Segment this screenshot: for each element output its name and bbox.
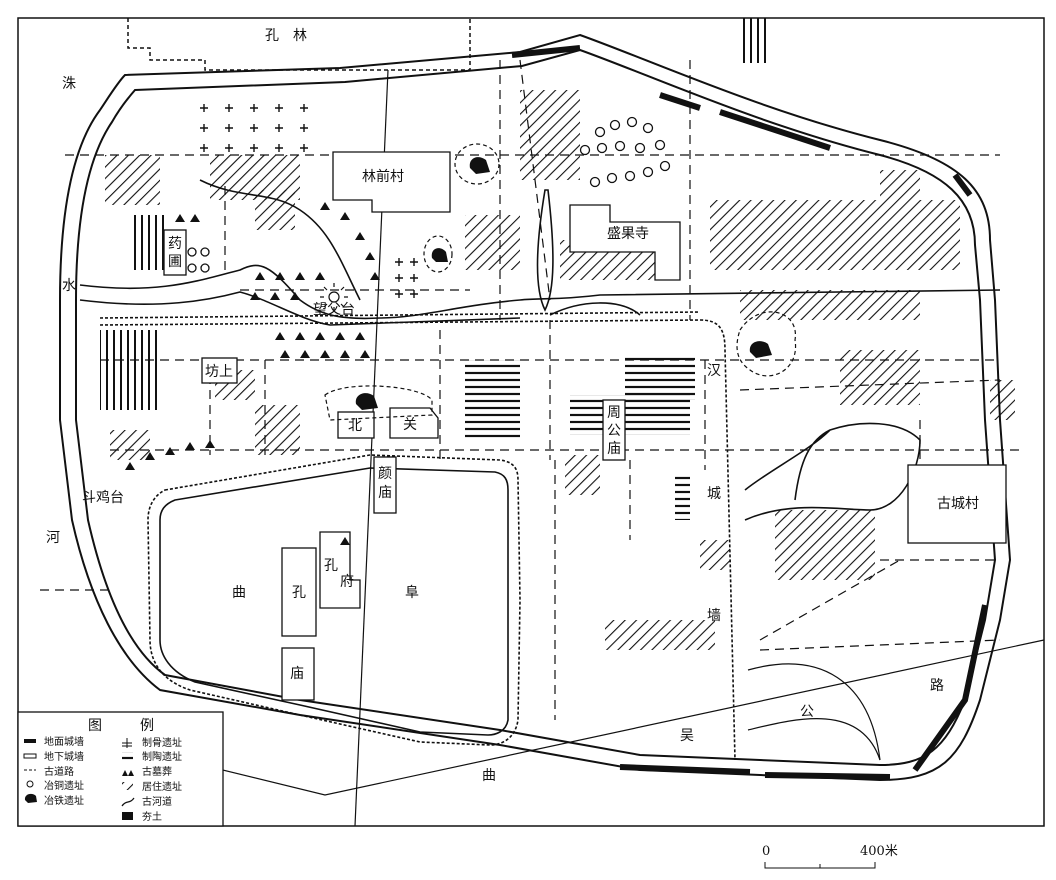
legend-right-3: 居住遗址 — [142, 780, 182, 793]
label-yan-miao-2: 庙 — [378, 485, 392, 501]
label-fang-shang: 坊上 — [205, 364, 233, 380]
label-shui: 水 — [62, 278, 76, 294]
bone-workshop-marks — [200, 104, 418, 298]
label-sheng-guo-si: 盛果寺 — [607, 226, 649, 242]
label-kong-lin: 孔 林 — [265, 28, 307, 44]
wangfutai-symbol — [320, 283, 348, 311]
label-han: 汉 — [707, 363, 721, 379]
label-wu: 吴 — [680, 728, 694, 744]
label-kong: 孔 — [292, 585, 306, 601]
label-lu: 路 — [930, 678, 944, 694]
legend-right-4: 古河道 — [142, 795, 172, 808]
label-kong-fu-1: 孔 — [324, 558, 338, 574]
scale-bar: 0 400米 — [762, 844, 898, 869]
label-gu-cheng-cun: 古城村 — [937, 496, 979, 512]
map-frame — [17, 17, 1045, 827]
legend: 图 例 地面城墙 地下城墙 古道路 冶铜遗址 冶铁遗址 制骨遗址 制陶遗址 古墓… — [17, 711, 224, 827]
label-bei: 北 — [348, 418, 362, 434]
vertical-stripe-zones — [100, 18, 770, 410]
label-miao: 庙 — [290, 666, 304, 682]
label-qu-2: 曲 — [482, 768, 496, 784]
legend-left-4: 冶铁遗址 — [44, 794, 84, 807]
legend-left-2: 古道路 — [44, 765, 74, 778]
label-fu: 阜 — [405, 584, 419, 601]
copper-smelting-marks — [187, 116, 671, 273]
label-yan-miao-1: 颜 — [378, 466, 392, 482]
label-lin-qian-cun: 林前村 — [362, 168, 404, 185]
building-blocks — [163, 151, 1007, 701]
pottery-zones — [465, 355, 695, 520]
label-cheng: 城 — [707, 486, 721, 502]
iron-smelting-sites — [355, 157, 772, 410]
legend-swatch-river — [121, 797, 135, 807]
outer-city-wall — [59, 33, 1012, 782]
label-guan: 关 — [403, 417, 417, 433]
legend-swatch-tomb — [122, 770, 134, 776]
label-wang-fu-tai: 望父台 — [313, 302, 355, 318]
legend-swatch-ground-wall — [24, 739, 36, 743]
label-kong-fu-2: 府 — [340, 574, 354, 590]
label-qu-1: 曲 — [232, 585, 246, 601]
legend-right-2: 古墓葬 — [142, 765, 172, 778]
legend-swatch-residence — [122, 782, 133, 790]
legend-left-1: 地下城墙 — [44, 750, 84, 763]
scale-end: 400米 — [860, 844, 898, 859]
scale-start: 0 — [762, 844, 770, 859]
label-zhou-gong-miao-2: 公 — [607, 423, 621, 439]
label-zhou-gong-miao-1: 周 — [607, 405, 621, 421]
label-dou-ji-tai: 斗鸡台 — [82, 489, 124, 506]
label-yaopu-2: 圃 — [168, 254, 182, 270]
legend-right-1: 制陶遗址 — [142, 750, 182, 763]
hatched-areas — [105, 90, 1015, 650]
ground-wall-black — [511, 45, 988, 780]
label-qiang: 墙 — [707, 608, 721, 624]
label-he: 河 — [46, 530, 60, 546]
ancient-roads — [40, 59, 1020, 720]
legend-swatch-underground-wall — [23, 753, 37, 759]
legend-swatch-iron — [24, 793, 37, 803]
legend-swatch-rammed-earth — [122, 812, 133, 820]
legend-title: 图 例 — [88, 718, 166, 734]
han-city-wall — [99, 311, 736, 761]
qufu-city-wall — [147, 454, 521, 746]
scale-bar-line — [764, 862, 876, 869]
legend-right-0: 制骨遗址 — [142, 736, 182, 749]
legend-left-0: 地面城墙 — [44, 735, 84, 748]
kong-lin-boundary — [127, 18, 471, 71]
legend-swatch-pottery — [122, 752, 133, 760]
label-gong: 公 — [800, 704, 814, 720]
label-zhou-gong-miao-3: 庙 — [607, 441, 621, 457]
label-yaopu-1: 药 — [168, 236, 182, 252]
legend-swatch-copper — [26, 780, 34, 788]
place-labels: 孔 林 洙 水 河 药 圃 林前村 盛果寺 望父台 坊上 北 关 周 公 庙 斗… — [46, 28, 979, 784]
label-zhu: 洙 — [62, 76, 76, 92]
legend-box — [17, 711, 224, 827]
site-enclosures — [324, 143, 797, 421]
legend-right-5: 夯土 — [142, 810, 162, 823]
legend-left-3: 冶铜遗址 — [44, 779, 84, 792]
legend-swatch-bone — [122, 738, 132, 748]
